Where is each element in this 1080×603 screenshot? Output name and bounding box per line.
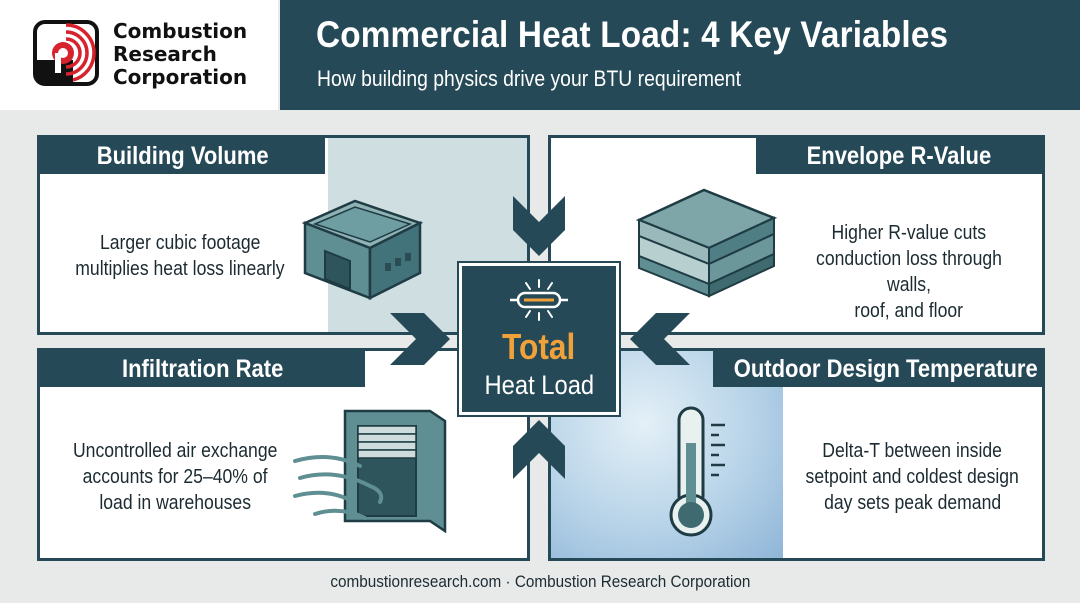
panel-infiltration-rate: Infiltration Rate Uncontrolled air excha… (37, 348, 530, 561)
brand-name-line: Research (113, 42, 217, 66)
page-title: Commercial Heat Load: 4 Key Variables (316, 14, 949, 55)
thermometer-icon (669, 406, 725, 537)
panel-description: Uncontrolled air exchange accounts for 2… (55, 438, 295, 516)
center-subtitle-text: Heat Load (484, 370, 594, 400)
panel-text-line: day sets peak demand (823, 492, 1002, 514)
panel-envelope-r-value: Envelope R-Value Higher R-value cuts con… (548, 135, 1045, 335)
page-subtitle: How building physics drive your BTU requ… (317, 66, 741, 91)
panel-text-line: Higher R-value cuts (831, 222, 987, 244)
panel-building-volume: Building Volume Larger cubic footage mul… (37, 135, 530, 335)
panel-title: Outdoor Design Temperature (713, 351, 1042, 387)
header-bar: Commercial Heat Load: 4 Key Variables Ho… (280, 0, 1080, 110)
logo-area: Combustion Research Corporation (0, 0, 278, 110)
panel-title-text: Infiltration Rate (121, 355, 284, 383)
open-door-air-icon (293, 409, 447, 534)
heating-element-icon (510, 279, 568, 321)
panel-description: Delta-T between inside setpoint and cold… (783, 438, 1042, 516)
panel-description: Larger cubic footage multiplies heat los… (50, 230, 310, 282)
insulation-layers-icon (635, 188, 778, 298)
panel-title-text: Outdoor Design Temperature (733, 355, 1038, 383)
center-subtitle: Heat Load (462, 370, 616, 401)
panel-title: Building Volume (40, 138, 325, 174)
panel-description: Higher R-value cuts conduction loss thro… (776, 220, 1042, 324)
total-heat-load-box: Total Heat Load (459, 263, 619, 415)
crc-logo-icon (33, 20, 99, 86)
panel-text-line: load in warehouses (99, 492, 251, 514)
panel-text-line: Delta-T between inside (822, 440, 1003, 462)
panel-title: Infiltration Rate (40, 351, 365, 387)
panel-text-line: setpoint and coldest design (805, 466, 1020, 488)
center-total-label: Total (462, 326, 616, 368)
panel-text-line: Uncontrolled air exchange (72, 440, 278, 462)
footer: combustionresearch.com · Combustion Rese… (0, 572, 1080, 592)
brand-name-line: Combustion (113, 19, 248, 43)
panel-title-text: Building Volume (96, 142, 269, 170)
panel-outdoor-design-temperature: Outdoor Design Temperature Delta-T betwe… (548, 348, 1045, 561)
center-total-text: Total (502, 326, 576, 367)
panel-title: Envelope R-Value (756, 138, 1042, 174)
panel-title-text: Envelope R-Value (806, 142, 992, 170)
panel-text-line: roof, and floor (854, 300, 964, 322)
panel-text-line: accounts for 25–40% of (82, 466, 268, 488)
brand-name: Combustion Research Corporation (113, 20, 278, 89)
panel-text-line: Larger cubic footage (99, 232, 261, 254)
footer-text: combustionresearch.com · Combustion Rese… (329, 572, 751, 591)
brand-name-line: Corporation (113, 65, 248, 89)
panel-text-line: multiplies heat loss linearly (75, 258, 285, 280)
building-icon (301, 199, 424, 301)
panel-text-line: conduction loss through walls, (816, 248, 1002, 296)
